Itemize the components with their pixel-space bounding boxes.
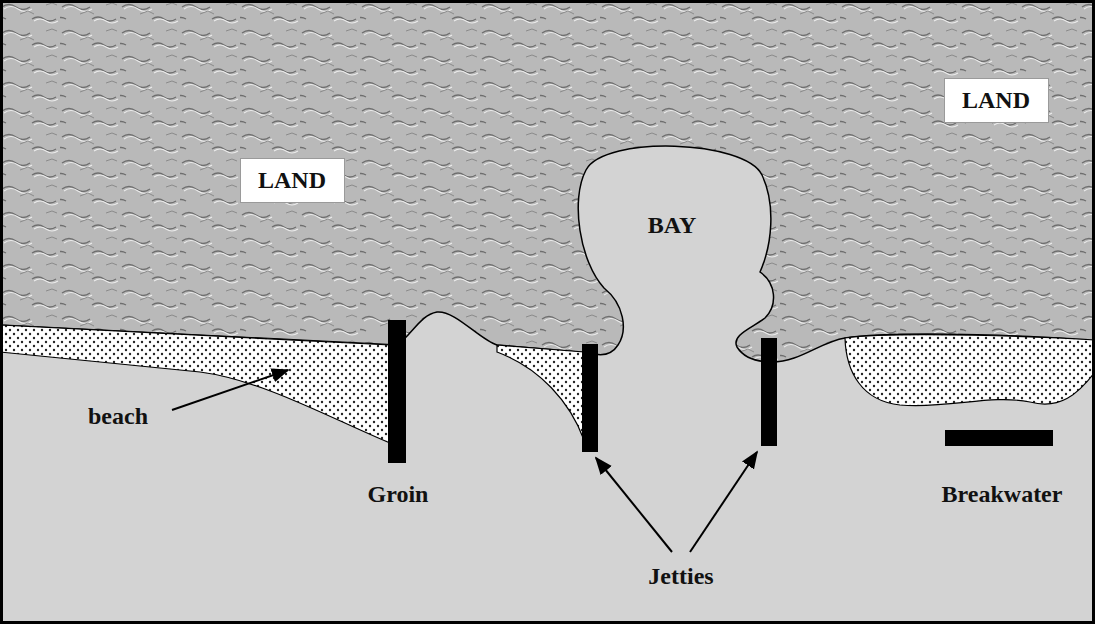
beach-jetty bbox=[497, 345, 584, 440]
jetty-leader bbox=[596, 458, 672, 552]
land bbox=[0, 0, 1095, 362]
land-box: LAND bbox=[944, 78, 1049, 123]
jetty-left bbox=[582, 344, 598, 452]
region-label: BAY bbox=[648, 212, 696, 238]
beach-leader bbox=[172, 370, 288, 410]
structure-label: Groin bbox=[368, 481, 429, 507]
jetty-right bbox=[761, 338, 777, 446]
land-box: LAND bbox=[240, 158, 345, 203]
beach-right bbox=[845, 335, 1095, 406]
jetty-leader bbox=[690, 452, 757, 552]
land-label: LAND bbox=[945, 87, 1048, 113]
land-label: LAND bbox=[241, 167, 344, 193]
feature-label: beach bbox=[88, 403, 148, 429]
structure-label: Breakwater bbox=[942, 481, 1063, 507]
beach-left bbox=[0, 325, 390, 443]
structure-label: Jetties bbox=[648, 563, 713, 589]
breakwater bbox=[945, 430, 1053, 446]
groin bbox=[388, 320, 406, 463]
